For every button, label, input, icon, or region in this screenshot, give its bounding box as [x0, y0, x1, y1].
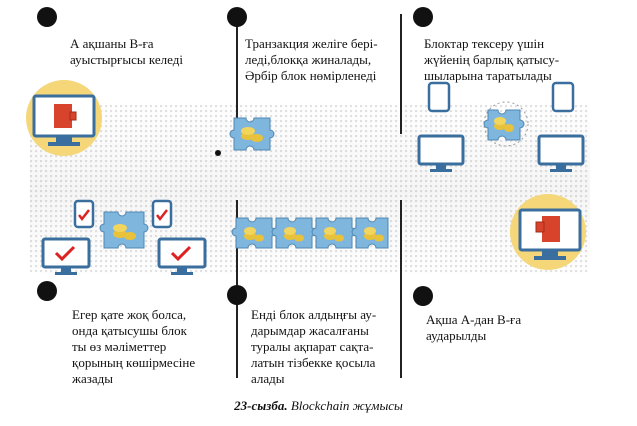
- step-2-dot: [227, 7, 247, 27]
- step-4-text: Егер қате жоқ болса, онда қатысушы блок …: [72, 307, 196, 386]
- separator-line-2: [400, 14, 402, 134]
- small-dot: [215, 150, 221, 156]
- step-3-text: Блоктар тексеру үшін жүйенің барлық қаты…: [424, 36, 560, 83]
- step-3-dot: [413, 7, 433, 27]
- figure-caption: 23-сызба. Blockchain жұмысы: [0, 398, 637, 414]
- validated-monitor-icon-right: [157, 237, 207, 275]
- receiver-computer-icon: [510, 194, 586, 270]
- separator-line-4: [400, 200, 402, 378]
- chain-block-4: [351, 217, 389, 249]
- validated-block-icon: [99, 211, 149, 249]
- caption-title: Blockchain жұмысы: [290, 398, 403, 413]
- step-6-text: Ақша А-дан В-ға аударылды: [426, 312, 522, 343]
- step-4-dot: [37, 281, 57, 301]
- step-1-dot: [37, 7, 57, 27]
- phone-icon-left: [427, 81, 451, 113]
- transaction-block-icon: [229, 117, 275, 151]
- chain-block-2: [271, 217, 317, 249]
- phone-icon-right: [551, 81, 575, 113]
- step-5-text: Енді блок алдыңғы ау- дарымдар жасалғаны…: [251, 307, 377, 386]
- validated-monitor-icon-left: [41, 237, 91, 275]
- step-6-dot: [413, 286, 433, 306]
- block-chain-icon: [231, 217, 389, 249]
- separator-line-1: [236, 20, 238, 148]
- distributed-block-icon: [483, 101, 529, 147]
- sender-computer-icon: [26, 80, 102, 156]
- step-1-text: А ақшаны В-ға ауыстырғысы келеді: [70, 36, 183, 67]
- validated-phone-icon-right: [151, 199, 173, 229]
- validated-phone-icon-left: [73, 199, 95, 229]
- step-5-dot: [227, 285, 247, 305]
- chain-block-1: [231, 217, 277, 249]
- chain-block-3: [311, 217, 357, 249]
- step-2-text: Транзакция желіге бері- леді,блокқа жина…: [245, 36, 378, 83]
- monitor-icon-right: [537, 134, 585, 172]
- caption-number: 23-сызба.: [234, 398, 288, 413]
- monitor-icon-left: [417, 134, 465, 172]
